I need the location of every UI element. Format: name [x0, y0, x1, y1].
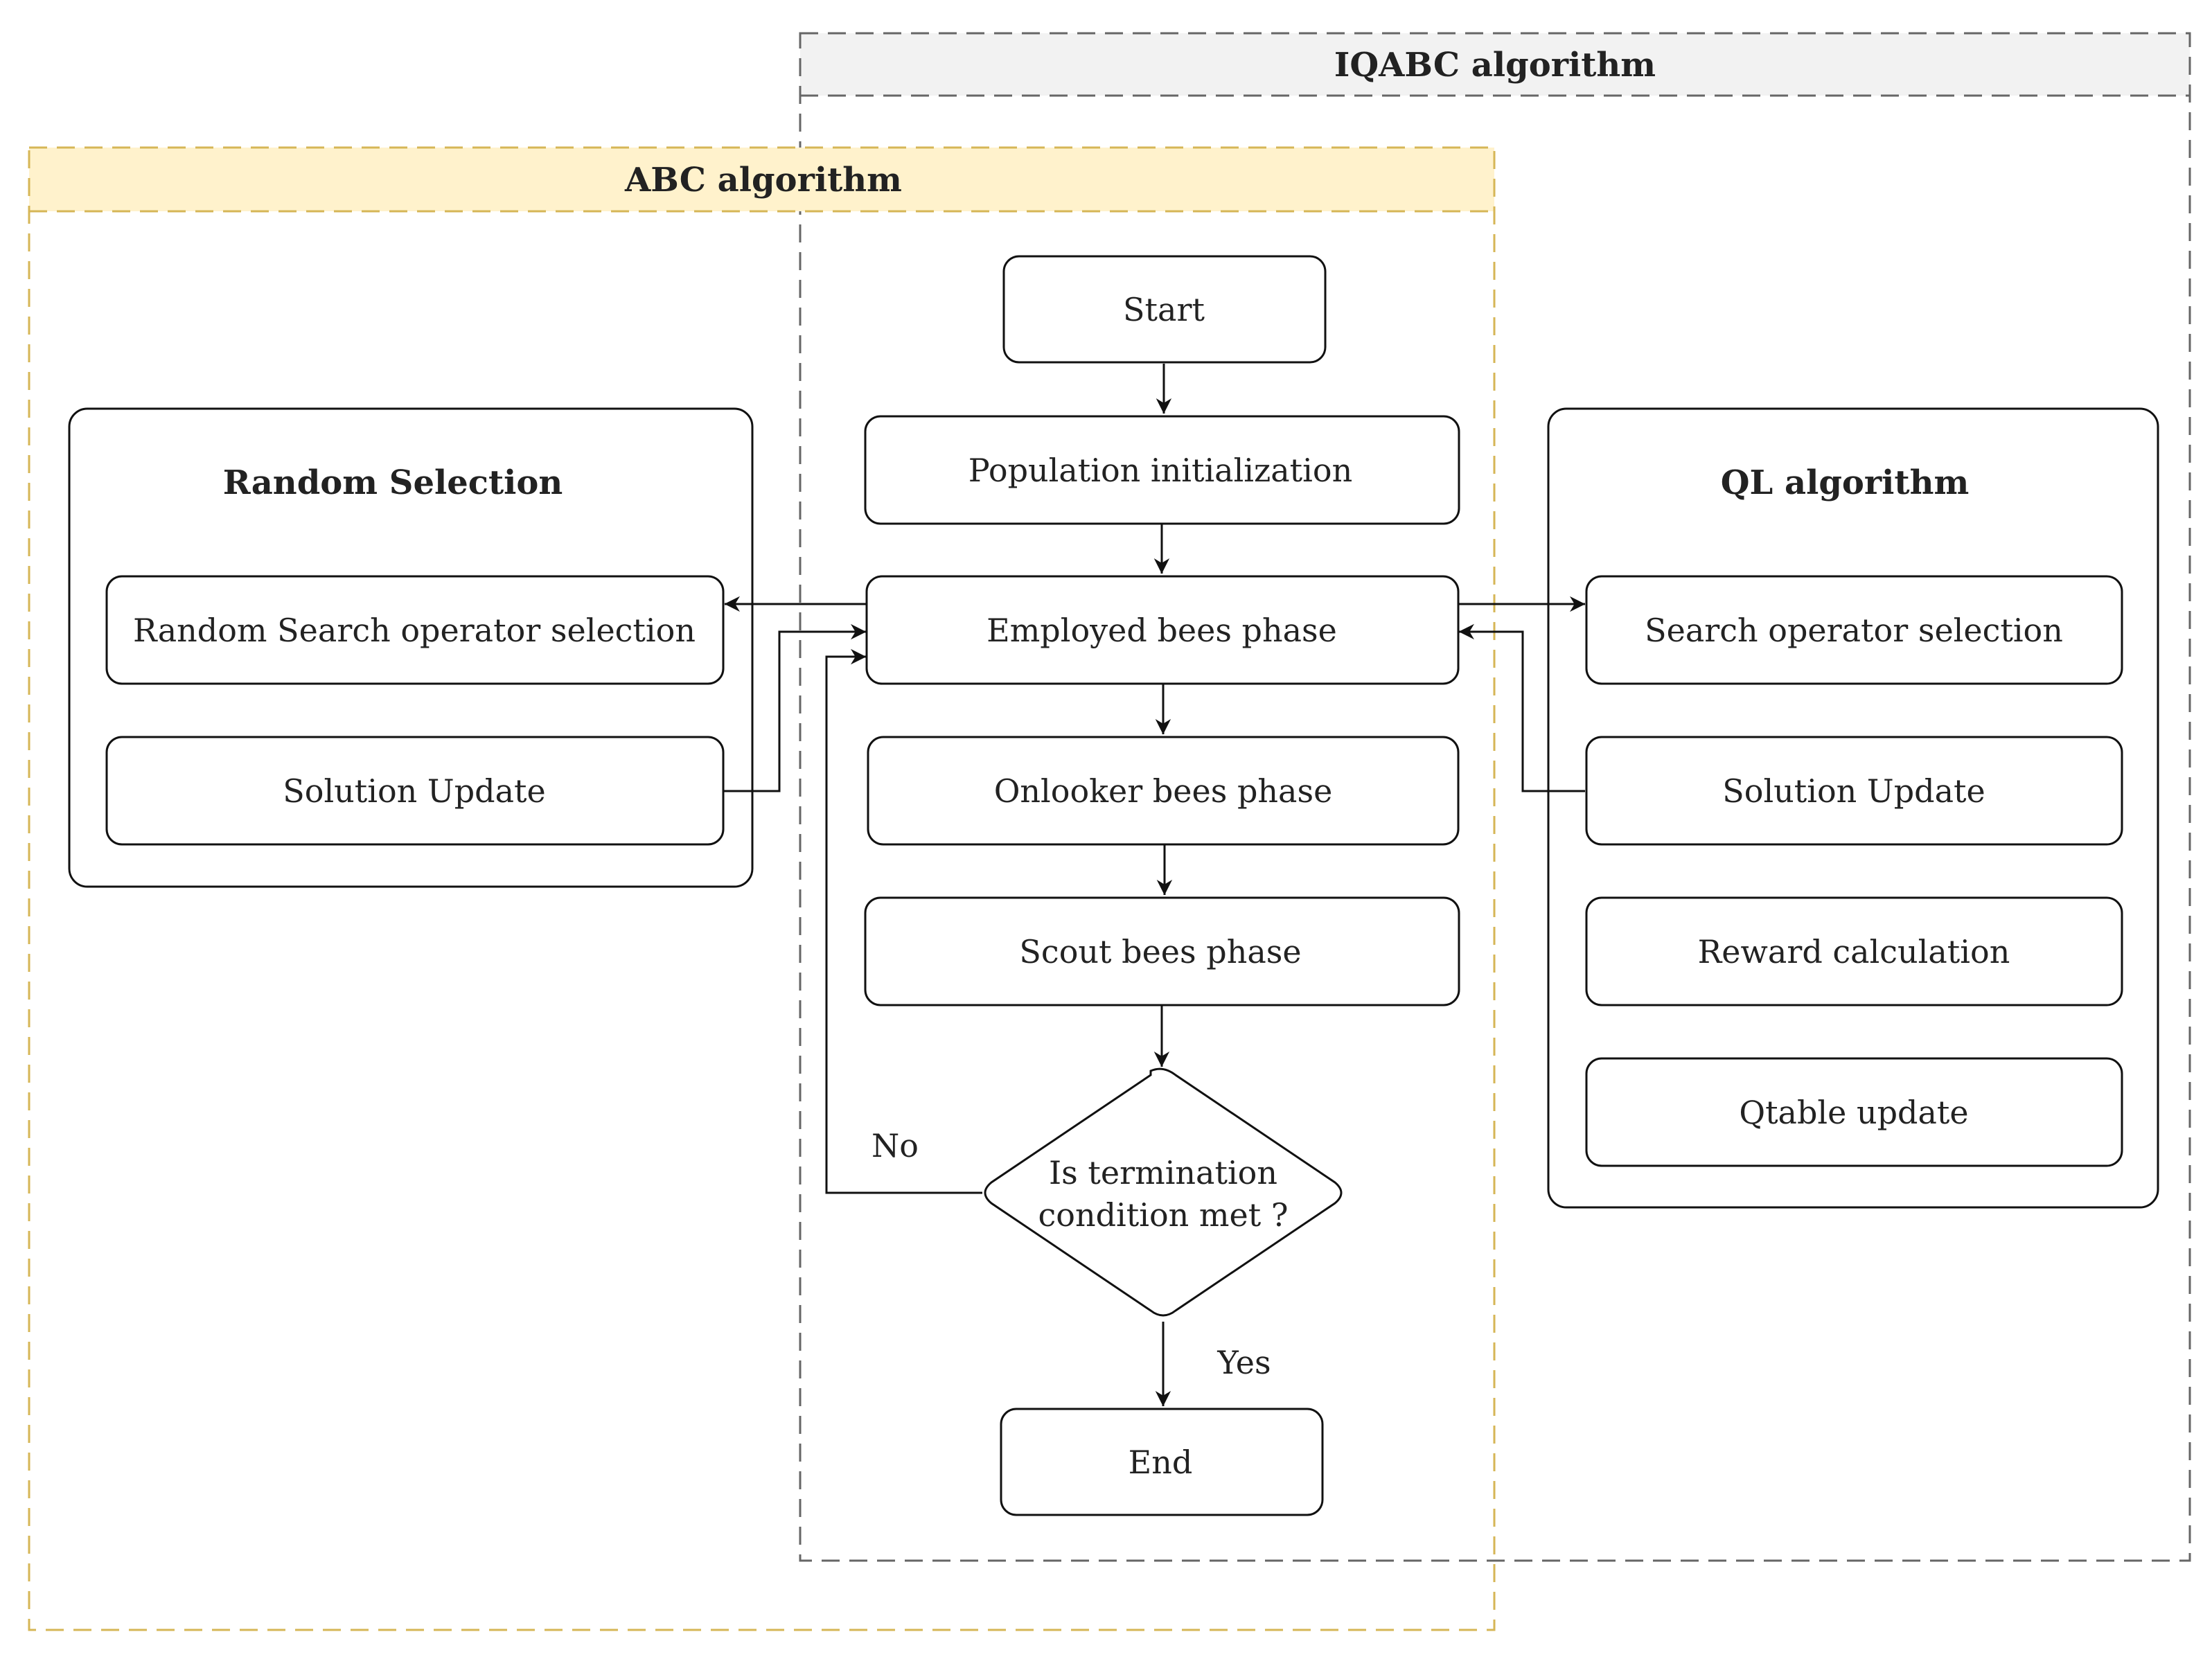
- arrow-random-update-to-employed: [724, 623, 867, 792]
- onlooker-label: Onlooker bees phase: [994, 772, 1333, 810]
- end-label: End: [1129, 1444, 1193, 1481]
- scout-node: Scout bees phase: [864, 896, 1460, 1006]
- random-operator-node: Random Search operator selection: [105, 575, 725, 685]
- arrow-ql-update-to-employed: [1458, 623, 1585, 792]
- onlooker-node: Onlooker bees phase: [867, 736, 1460, 846]
- decision-label-line2: condition met ?: [1038, 1196, 1289, 1234]
- ql-reward-label: Reward calculation: [1698, 933, 2010, 970]
- abc-border: [28, 146, 1496, 1631]
- abc-header-band: [29, 148, 1494, 211]
- ql-title: QL algorithm: [1721, 463, 1970, 502]
- yes-label: Yes: [1216, 1344, 1271, 1381]
- employed-label: Employed bees phase: [986, 612, 1337, 649]
- population-label: Population initialization: [968, 452, 1352, 489]
- ql-update-node: Solution Update: [1585, 736, 2123, 846]
- ql-qtable-node: Qtable update: [1585, 1057, 2123, 1167]
- random-selection-title: Random Selection: [223, 463, 563, 502]
- connectors: [724, 364, 1586, 1407]
- ql-qtable-label: Qtable update: [1739, 1094, 1968, 1131]
- no-label: No: [871, 1127, 919, 1164]
- ql-operator-label: Search operator selection: [1645, 612, 2063, 649]
- random-update-label: Solution Update: [283, 772, 545, 810]
- termination-decision: Is termination condition met ?: [984, 1067, 1343, 1317]
- ql-operator-node: Search operator selection: [1585, 575, 2123, 685]
- random-selection-steps: Random Search operator selection Solutio…: [105, 575, 725, 846]
- abc-title: ABC algorithm: [624, 161, 902, 199]
- population-node: Population initialization: [864, 415, 1460, 525]
- ql-steps: Search operator selection Solution Updat…: [1585, 575, 2123, 1167]
- random-update-node: Solution Update: [105, 736, 725, 846]
- iqabc-group: IQABC algorithm: [799, 32, 2191, 1562]
- abc-group: ABC algorithm: [28, 146, 1496, 1631]
- scout-label: Scout bees phase: [1019, 933, 1301, 970]
- employed-node: Employed bees phase: [865, 575, 1460, 685]
- iqabc-title: IQABC algorithm: [1334, 46, 1656, 85]
- decision-label-line1: Is termination: [1049, 1154, 1277, 1191]
- end-node: End: [1000, 1408, 1324, 1516]
- ql-reward-node: Reward calculation: [1585, 896, 2123, 1006]
- arrow-no-loop: [825, 648, 982, 1194]
- iqabc-border: [799, 32, 2191, 1562]
- start-label: Start: [1123, 291, 1205, 328]
- main-flow: Start Population initialization Employed…: [864, 255, 1460, 1516]
- start-node: Start: [1002, 255, 1327, 364]
- random-operator-label: Random Search operator selection: [133, 612, 696, 649]
- ql-update-label: Solution Update: [1722, 772, 1985, 810]
- iqabc-header-band: [800, 33, 2190, 96]
